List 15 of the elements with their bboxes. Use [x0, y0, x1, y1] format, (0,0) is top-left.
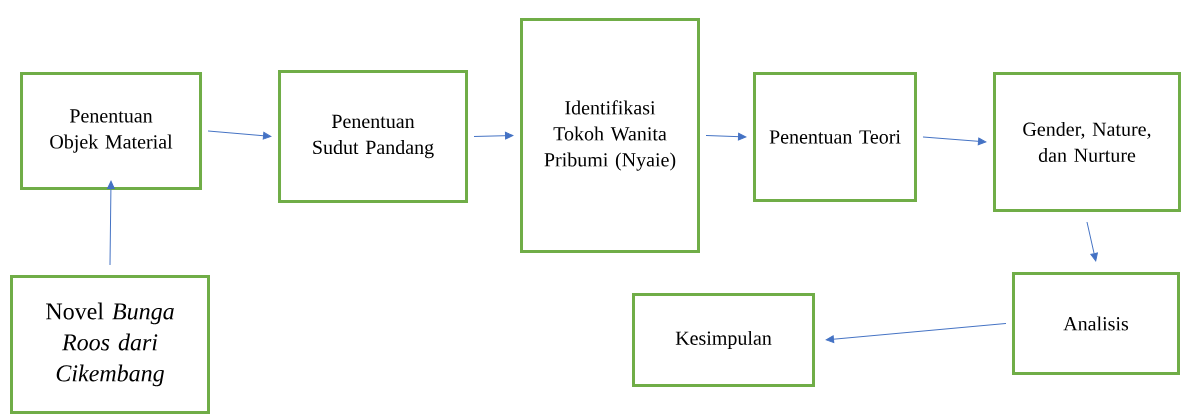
process-box: Gender, Nature, dan Nurture [993, 72, 1181, 212]
process-box: Identifikasi Tokoh Wanita Pribumi (Nyaie) [520, 18, 700, 253]
process-box: Penentuan Sudut Pandang [278, 70, 468, 203]
process-box: Penentuan Teori [753, 72, 917, 202]
arrow [705, 132, 747, 141]
arrow [207, 130, 272, 140]
process-box: Novel Bunga Roos dari Cikembang [10, 275, 210, 414]
arrow [107, 180, 115, 266]
process-box: Analisis [1012, 272, 1180, 375]
process-box: Kesimpulan [632, 293, 815, 387]
arrow [473, 131, 514, 140]
arrow [922, 136, 987, 146]
arrow [825, 323, 1007, 344]
arrow [1086, 221, 1098, 262]
process-box: Penentuan Objek Material [20, 72, 202, 190]
